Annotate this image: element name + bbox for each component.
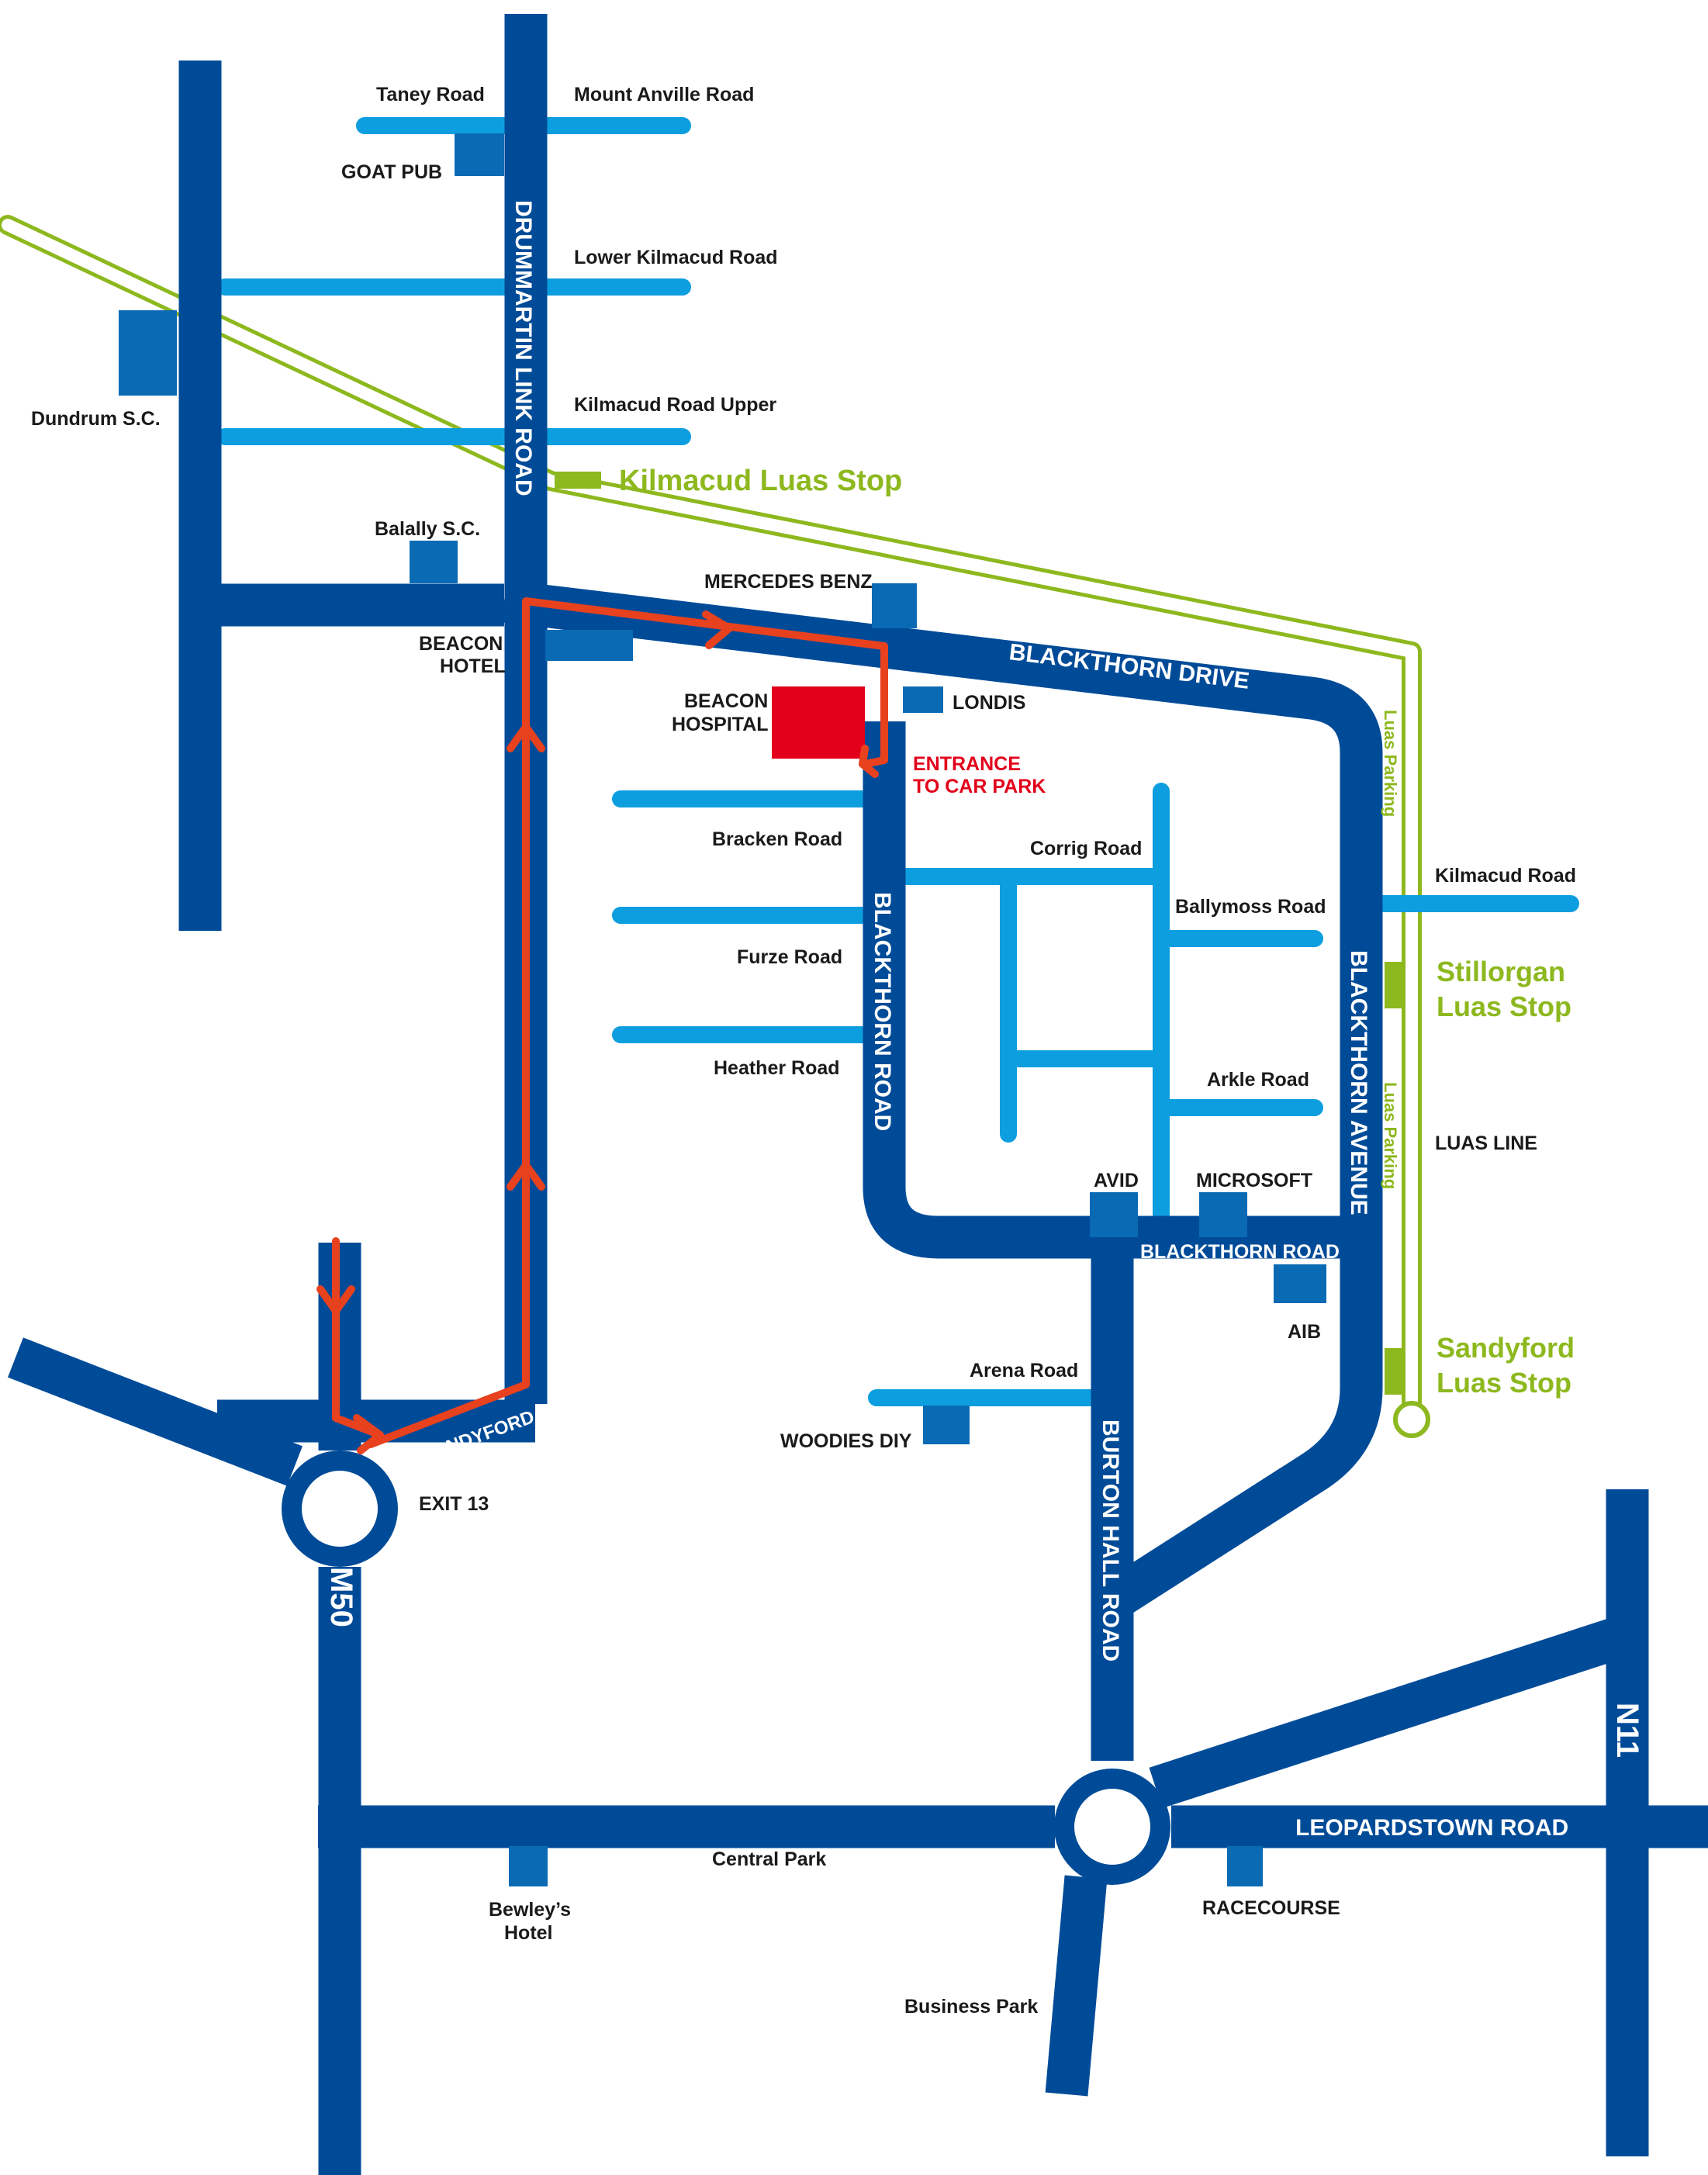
sandyford-luas-stop-label-2: Luas Stop bbox=[1437, 1367, 1571, 1399]
central-park-label: Central Park bbox=[712, 1848, 826, 1870]
blackthorn-avenue-label: BLACKTHORN AVENUE bbox=[1346, 950, 1371, 1215]
arkle-road-label: Arkle Road bbox=[1207, 1069, 1309, 1091]
beacon-hotel-label-2: HOTEL bbox=[440, 655, 506, 677]
microsoft-label: MICROSOFT bbox=[1196, 1170, 1312, 1191]
lower-kilmacud-road-label: Lower Kilmacud Road bbox=[574, 247, 778, 268]
beacon-hotel-label: BEACON bbox=[419, 633, 503, 655]
leopardstown-road-label: LEOPARDSTOWN ROAD bbox=[1295, 1815, 1568, 1841]
n11-label: N11 bbox=[1610, 1703, 1644, 1758]
kilmacud-luas-stop-label: Kilmacud Luas Stop bbox=[619, 465, 902, 497]
avid-label: AVID bbox=[1094, 1170, 1139, 1191]
balally-sc-label: Balally S.C. bbox=[375, 518, 480, 540]
bracken-road-label: Bracken Road bbox=[712, 828, 842, 850]
minor-roads bbox=[216, 117, 1579, 1406]
bewleys-hotel-label: Hotel bbox=[504, 1922, 553, 1944]
blackthorn-road-horizontal-label: BLACKTHORN ROAD bbox=[1140, 1241, 1340, 1263]
sandyford-luas-stop-label: Sandyford bbox=[1437, 1332, 1575, 1364]
woodies-diy-label: WOODIES DIY bbox=[780, 1430, 912, 1452]
stillorgan-luas-stop-label-2: Luas Stop bbox=[1437, 991, 1571, 1022]
beacon-hospital-label: BEACON bbox=[684, 690, 768, 712]
burton-hall-road-label: BURTON HALL ROAD bbox=[1098, 1419, 1123, 1662]
kilmacud-road-upper-label: Kilmacud Road Upper bbox=[574, 394, 776, 416]
goat-pub-label: GOAT PUB bbox=[341, 161, 442, 183]
beacon-hospital-building bbox=[772, 686, 865, 759]
mount-anville-road-label: Mount Anville Road bbox=[574, 84, 754, 105]
taney-road-label: Taney Road bbox=[376, 84, 485, 105]
bewleys-label: Bewley’s bbox=[489, 1899, 571, 1921]
business-park-label: Business Park bbox=[904, 1996, 1038, 2018]
dundrum-sc-label: Dundrum S.C. bbox=[31, 408, 161, 430]
furze-road-label: Furze Road bbox=[737, 946, 842, 968]
ballymoss-road-label: Ballymoss Road bbox=[1175, 896, 1326, 918]
stillorgan-luas-stop-label: Stillorgan bbox=[1437, 956, 1565, 987]
sandyford-luas-stop-marker bbox=[1385, 1348, 1404, 1395]
luas-parking-label: Luas Parking bbox=[1381, 710, 1400, 817]
route-arrow-icons bbox=[316, 610, 879, 1454]
luas-terminus-icon bbox=[1393, 1401, 1430, 1438]
heather-road-label: Heather Road bbox=[714, 1057, 840, 1079]
buildings bbox=[119, 133, 1326, 1886]
route-path bbox=[332, 597, 888, 1448]
beacon-hospital-label-2: HOSPITAL bbox=[672, 714, 769, 735]
car-park-label: TO CAR PARK bbox=[913, 776, 1046, 797]
kilmacud-luas-stop-marker bbox=[555, 472, 601, 489]
entrance-label: ENTRANCE bbox=[913, 753, 1021, 775]
corrig-road-label: Corrig Road bbox=[1030, 838, 1142, 859]
luas-line-label: LUAS LINE bbox=[1435, 1132, 1537, 1154]
londis-label: LONDIS bbox=[953, 692, 1025, 714]
arena-road-label: Arena Road bbox=[970, 1360, 1078, 1381]
mercedes-benz-label: MERCEDES BENZ bbox=[704, 571, 873, 593]
blackthorn-road-vertical-label: BLACKTHORN ROAD bbox=[870, 892, 895, 1131]
exit-13-label: EXIT 13 bbox=[419, 1493, 489, 1515]
m50-label: M50 bbox=[324, 1567, 358, 1627]
aib-label: AIB bbox=[1288, 1321, 1321, 1343]
stillorgan-luas-stop-marker bbox=[1385, 962, 1404, 1008]
kilmacud-road-label: Kilmacud Road bbox=[1435, 865, 1576, 887]
racecourse-label: RACECOURSE bbox=[1202, 1897, 1340, 1919]
luas-parking-label-2: Luas Parking bbox=[1381, 1082, 1400, 1189]
drummartin-link-road-label: DRUMMARTIN LINK ROAD bbox=[510, 200, 536, 496]
